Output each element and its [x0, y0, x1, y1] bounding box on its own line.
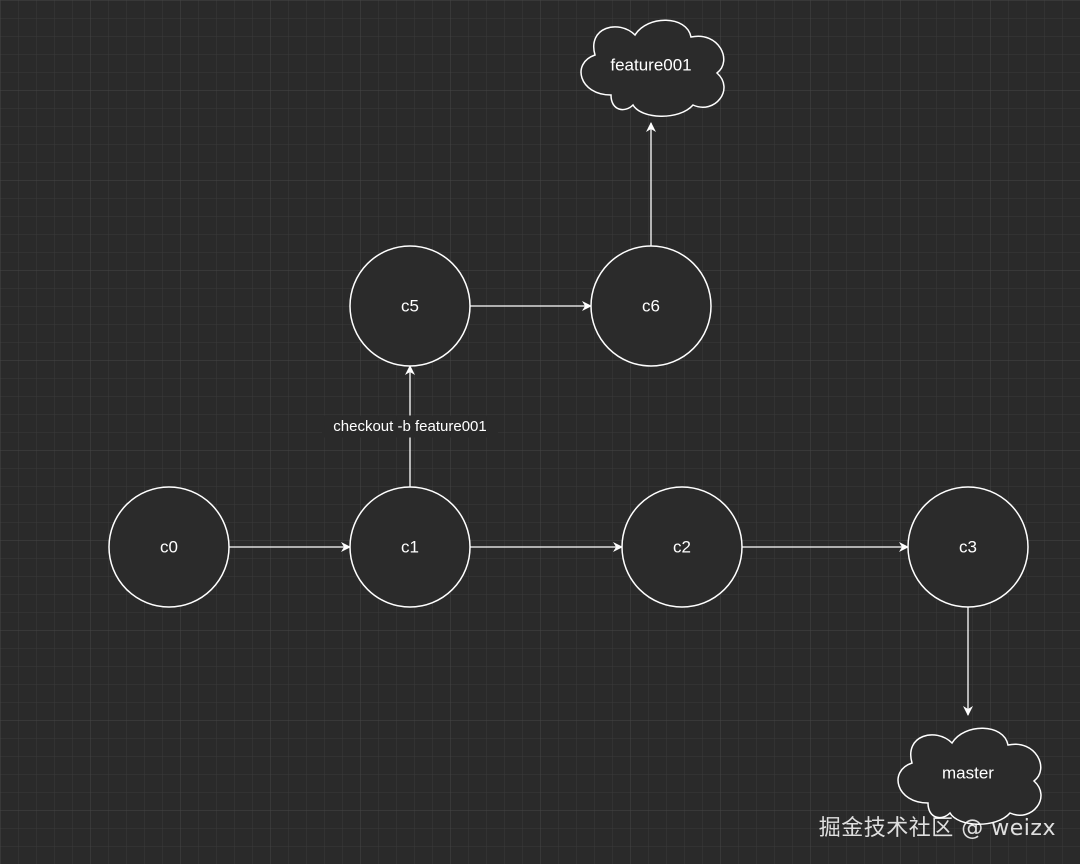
edge-label-c1-c5: checkout -b feature001	[333, 418, 486, 435]
commit-label-c5: c5	[401, 297, 419, 316]
commit-node-c3: c3	[907, 486, 1029, 608]
commit-label-c3: c3	[959, 538, 977, 557]
commit-label-c0: c0	[160, 538, 178, 557]
watermark-text: 掘金技术社区 @ weizx	[818, 816, 1056, 841]
commit-node-c6: c6	[590, 245, 712, 367]
branch-labels-layer: feature001 master	[580, 19, 1042, 825]
commit-node-c5: c5	[349, 245, 471, 367]
branch-cloud-master: master	[897, 727, 1042, 825]
cloud-shape-master	[897, 727, 1042, 825]
commit-circle-c3	[907, 486, 1029, 608]
branch-cloud-feature001: feature001	[580, 19, 725, 117]
branch-label-feature001: feature001	[610, 56, 691, 75]
edge-c1-c5: checkout -b feature001	[322, 365, 498, 487]
branch-label-master: master	[942, 764, 994, 783]
commit-circle-c6	[590, 245, 712, 367]
cloud-shape-feature001	[580, 19, 725, 117]
commit-label-c6: c6	[642, 297, 660, 316]
commit-node-c1: c1	[349, 486, 471, 608]
commit-circle-c0	[108, 486, 230, 608]
edge-label-bg	[322, 415, 498, 438]
edges-layer: checkout -b feature001	[229, 122, 973, 716]
commit-nodes-layer: c0 c1 c2 c3 c5 c6	[108, 245, 1029, 608]
commit-circle-c5	[349, 245, 471, 367]
commit-label-c2: c2	[673, 538, 691, 557]
commit-label-c1: c1	[401, 538, 419, 557]
commit-circle-c1	[349, 486, 471, 608]
commit-node-c0: c0	[108, 486, 230, 608]
commit-circle-c2	[621, 486, 743, 608]
commit-node-c2: c2	[621, 486, 743, 608]
